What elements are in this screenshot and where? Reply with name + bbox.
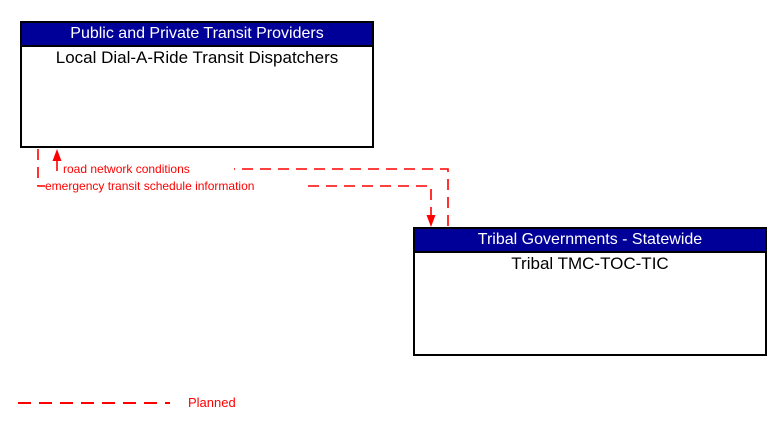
flow-line-road-network-conditions bbox=[234, 168, 449, 226]
flow-line-emergency-transit-schedule-information-left bbox=[37, 149, 45, 187]
entity-element-tribal-tmc-toc-tic: Tribal TMC-TOC-TIC bbox=[511, 254, 669, 273]
arrowhead-up-icon bbox=[52, 149, 62, 161]
entity-box-public-and-private-transit-providers[interactable]: Public and Private Transit Providers Loc… bbox=[20, 21, 374, 148]
flow-line-emergency-transit-schedule-information-right bbox=[308, 185, 432, 215]
entity-box-tribal-governments-statewide[interactable]: Tribal Governments - Statewide Tribal TM… bbox=[413, 227, 767, 356]
flow-label-road-network-conditions: road network conditions bbox=[63, 162, 190, 176]
entity-header-public-and-private-transit-providers: Public and Private Transit Providers bbox=[22, 23, 372, 47]
entity-element-local-dial-a-ride-transit-dispatchers: Local Dial-A-Ride Transit Dispatchers bbox=[55, 48, 339, 67]
arrowhead-down-icon bbox=[426, 215, 436, 227]
entity-header-tribal-governments-statewide: Tribal Governments - Statewide bbox=[415, 229, 765, 253]
flow-label-emergency-transit-schedule-information: emergency transit schedule information bbox=[45, 179, 255, 193]
legend-label-planned: Planned bbox=[188, 395, 236, 410]
